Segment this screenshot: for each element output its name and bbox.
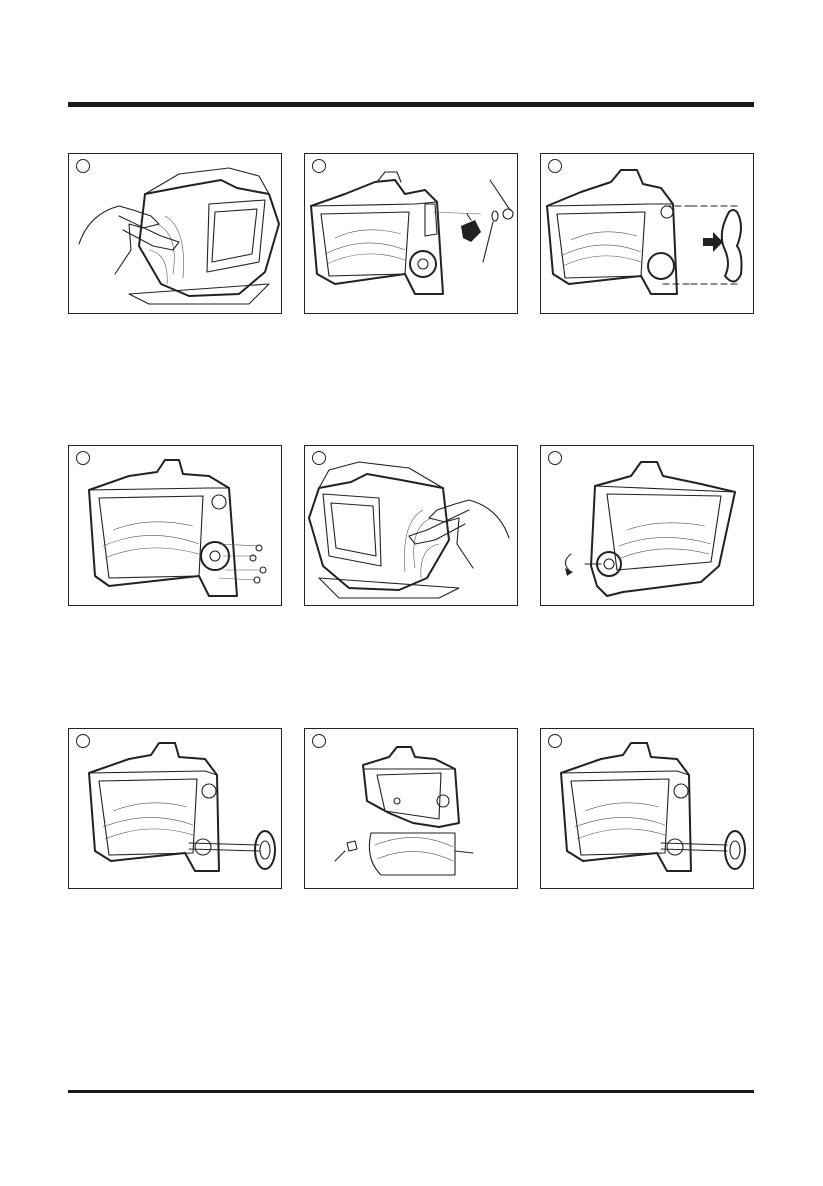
footer-rule: [68, 1090, 754, 1093]
illustration-remove-pulley-bolt: [305, 154, 518, 314]
step-panel-6: [540, 445, 754, 606]
step-panel-2: [304, 153, 518, 314]
illustration-remove-drive-belt: [541, 154, 754, 314]
illustration-open-chute-housing-right: [305, 446, 518, 606]
illustration-loosen-auger-nut: [541, 446, 754, 606]
header-rule: [68, 102, 754, 107]
illustration-install-auger-shaft: [541, 729, 754, 889]
step-panel-7: [68, 728, 282, 889]
illustration-open-chute-housing: [69, 154, 282, 314]
illustration-pull-auger-shaft: [69, 729, 282, 889]
step-panel-5: [304, 445, 518, 606]
step-panel-9: [540, 728, 754, 889]
step-panel-3: [540, 153, 754, 314]
illustration-remove-side-screws: [69, 446, 282, 606]
illustration-exploded-auger: [305, 729, 518, 889]
step-panel-1: [68, 153, 282, 314]
step-panel-4: [68, 445, 282, 606]
step-panel-8: [304, 728, 518, 889]
